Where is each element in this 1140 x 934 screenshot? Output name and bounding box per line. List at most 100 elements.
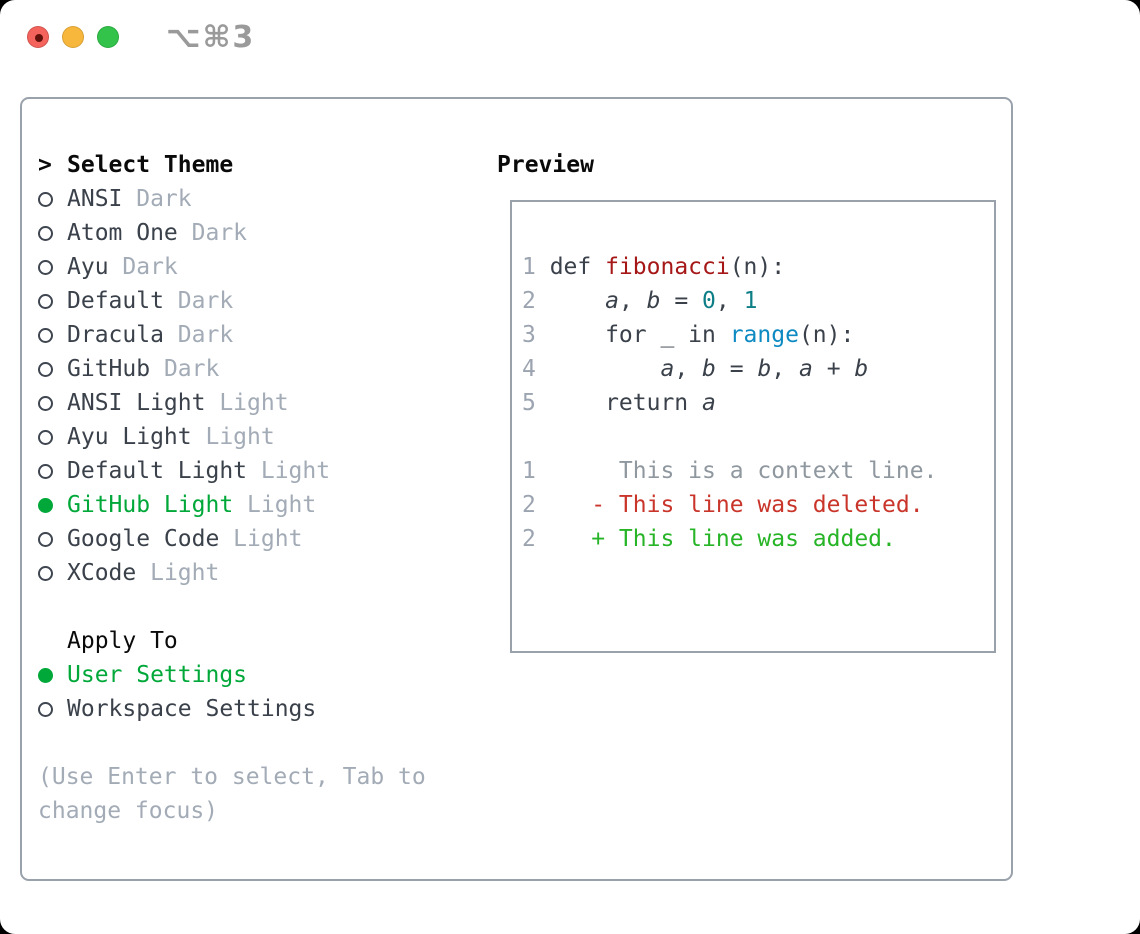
option-variant: Dark — [150, 356, 220, 382]
code-segment: a — [660, 356, 675, 382]
theme-list-header: > Select Theme — [38, 148, 438, 182]
apply-to-title: Apply To — [67, 628, 178, 654]
radio-icon — [38, 327, 53, 343]
option-variant: Light — [191, 424, 275, 450]
option-label: Ayu — [67, 254, 109, 280]
code-segment: + — [812, 356, 855, 382]
option-variant: Dark — [122, 186, 192, 212]
option-label: ANSI — [67, 186, 123, 212]
diff-block: 1 This is a context line.2 - This line w… — [522, 454, 994, 556]
code-line: 3 for _ in range(n): — [522, 318, 994, 352]
close-button[interactable] — [27, 26, 49, 48]
line-number: 5 — [522, 390, 536, 416]
radio-icon — [38, 225, 53, 241]
line-number: 4 — [522, 356, 536, 382]
radio-selected-icon — [38, 497, 53, 513]
prompt-marker: > — [38, 152, 52, 178]
theme-item[interactable]: ANSI Dark — [38, 182, 438, 216]
code-segment: range — [729, 322, 799, 348]
help-text: (Use Enter to select, Tab to change focu… — [38, 764, 426, 824]
diff-line: 1 This is a context line. — [522, 454, 994, 488]
apply-to-header: Apply To — [38, 624, 438, 658]
line-number: 2 — [522, 492, 536, 518]
code-segment: (n): — [798, 322, 855, 348]
option-variant: Light — [219, 526, 303, 552]
radio-icon — [38, 701, 53, 717]
diff-text: This is a context line. — [549, 458, 938, 484]
radio-icon — [38, 293, 53, 309]
theme-item[interactable]: Dracula Dark — [38, 318, 438, 352]
code-segment: , — [771, 356, 799, 382]
diff-line: 2 - This line was deleted. — [522, 488, 994, 522]
line-number: 2 — [522, 526, 536, 552]
window-title: ⌥⌘3 — [166, 20, 256, 55]
option-label: User Settings — [67, 662, 248, 688]
radio-icon — [38, 565, 53, 581]
theme-item[interactable]: ANSI Light Light — [38, 386, 438, 420]
code-segment: (n): — [729, 254, 786, 280]
theme-item[interactable]: Google Code Light — [38, 522, 438, 556]
option-label: Workspace Settings — [67, 696, 317, 722]
code-segment: b — [854, 356, 869, 382]
minimize-button[interactable] — [62, 26, 84, 48]
option-variant: Dark — [177, 220, 248, 246]
code-segment: = — [660, 288, 703, 314]
code-segment: , — [618, 288, 647, 314]
line-number: 2 — [522, 288, 536, 314]
radio-icon — [38, 259, 53, 275]
radio-selected-icon — [38, 667, 53, 683]
unsaved-dot-icon — [35, 34, 43, 42]
radio-icon — [38, 463, 53, 479]
theme-item[interactable]: Ayu Dark — [38, 250, 438, 284]
option-variant: Light — [233, 492, 317, 518]
diff-text: + This line was added. — [549, 526, 896, 552]
theme-item[interactable]: Default Dark — [38, 284, 438, 318]
radio-icon — [38, 531, 53, 547]
theme-item[interactable]: Default Light Light — [38, 454, 438, 488]
radio-icon — [38, 429, 53, 445]
apply-option[interactable]: User Settings — [38, 658, 438, 692]
zoom-button[interactable] — [97, 26, 119, 48]
option-label: Ayu Light — [67, 424, 192, 450]
theme-item[interactable]: GitHub Dark — [38, 352, 438, 386]
line-number: 1 — [522, 458, 536, 484]
spacer — [38, 590, 438, 624]
theme-item[interactable]: GitHub Light Light — [38, 488, 438, 522]
code-segment: return — [549, 390, 703, 416]
option-label: Dracula — [67, 322, 164, 348]
radio-icon — [38, 191, 53, 207]
code-line: 5 return a — [522, 386, 994, 420]
code-line: 2 a, b = 0, 1 — [522, 284, 994, 318]
apply-option[interactable]: Workspace Settings — [38, 692, 438, 726]
option-variant: Light — [136, 560, 220, 586]
option-variant: Dark — [163, 322, 234, 348]
radio-icon — [38, 361, 53, 377]
code-segment: b — [702, 356, 716, 382]
code-segment — [550, 288, 605, 314]
theme-item[interactable]: XCode Light — [38, 556, 438, 590]
code-segment: = — [715, 356, 758, 382]
code-segment: a — [605, 288, 619, 314]
code-segment — [550, 356, 661, 382]
code-segment: fibonacci — [605, 254, 730, 280]
option-label: GitHub Light — [67, 492, 234, 518]
option-label: XCode — [67, 560, 137, 586]
option-label: Default Light — [67, 458, 248, 484]
option-label: Default — [67, 288, 164, 314]
option-variant: Dark — [108, 254, 178, 280]
diff-text: - This line was deleted. — [549, 492, 924, 518]
option-label: ANSI Light — [67, 390, 206, 416]
option-variant: Light — [205, 390, 289, 416]
code-segment: 0 — [702, 288, 716, 314]
code-segment: for _ in — [549, 322, 730, 348]
option-label: GitHub — [67, 356, 151, 382]
theme-item[interactable]: Ayu Light Light — [38, 420, 438, 454]
line-number: 3 — [522, 322, 536, 348]
theme-item[interactable]: Atom One Dark — [38, 216, 438, 250]
